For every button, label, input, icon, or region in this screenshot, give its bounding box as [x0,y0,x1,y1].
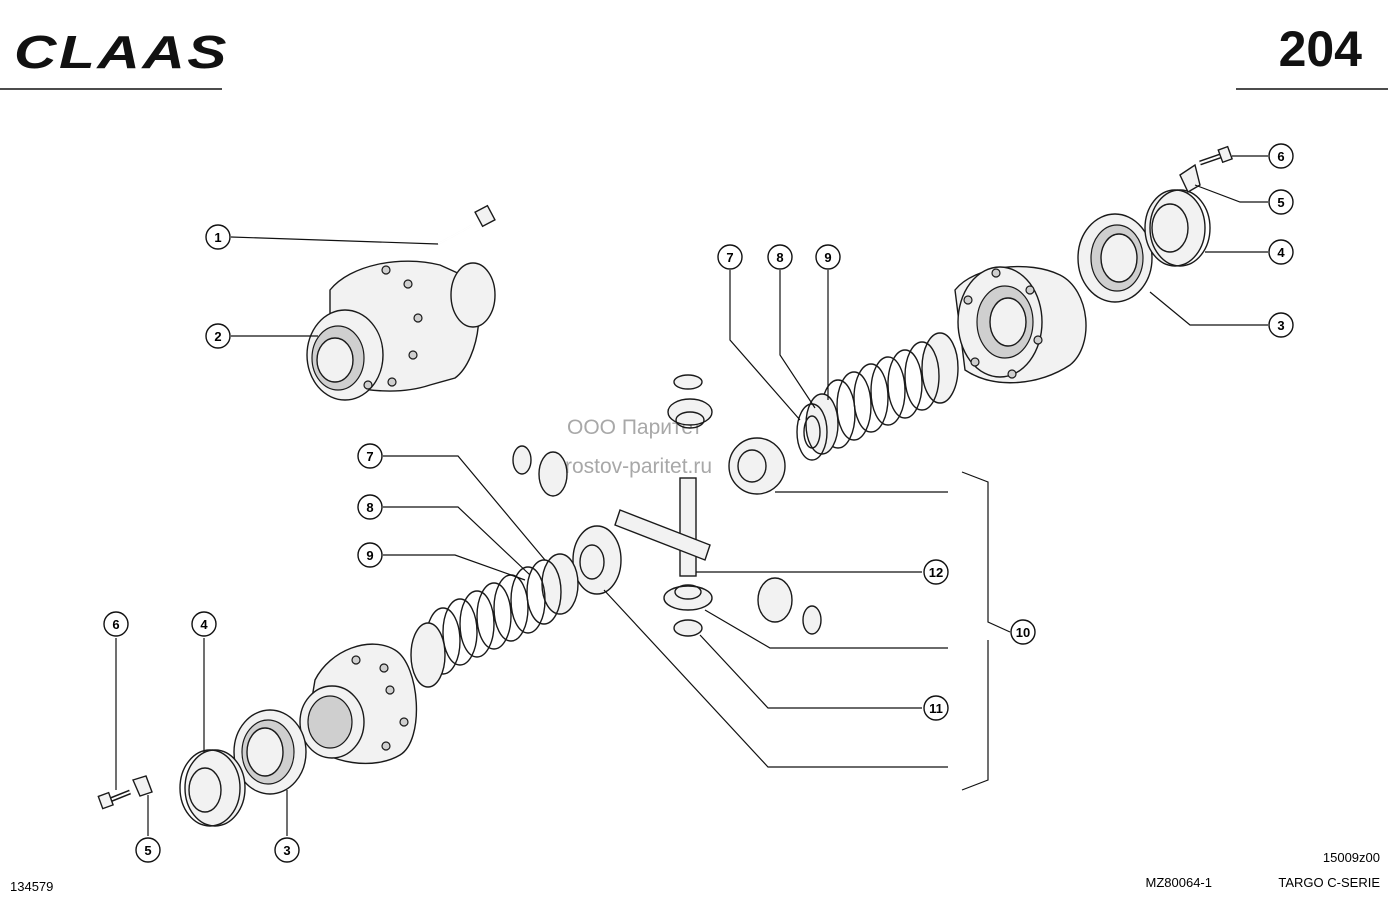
callout-5-lower: 5 [135,837,161,863]
part-housing-lower [299,643,418,765]
svg-text:8: 8 [366,500,373,515]
watermark-line-1: ООО Паритет [567,416,702,439]
watermark-line-2: rostov-paritet.ru [565,455,712,478]
callout-6-lower: 6 [103,611,129,637]
callout-4-lower: 4 [191,611,217,637]
svg-text:1: 1 [214,230,221,245]
part-pinion-top [667,398,713,429]
part-pinion-lower [663,584,713,611]
watermark: ООО Паритет rostov-paritet.ru [565,416,712,478]
svg-text:3: 3 [283,843,290,858]
part-bolt-1 [437,204,496,245]
part-adjusting-nut-4-upper [1144,189,1211,267]
svg-text:10: 10 [1016,625,1030,640]
svg-text:8: 8 [776,250,783,265]
svg-text:2: 2 [214,329,221,344]
part-bolt-6-lower [97,789,131,810]
part-washer-top [673,374,703,390]
footer-left-code: 134579 [10,879,53,894]
callout-11: 11 [923,695,949,721]
callout-5-upper: 5 [1268,189,1294,215]
part-cross-shaft-12 [614,477,711,577]
leader-lines [115,155,1268,836]
center-assembly [512,374,822,637]
page-number: 204 [1279,21,1363,77]
callouts: 1 2 6 5 4 3 7 8 [103,143,1294,863]
callout-7-lower: 7 [357,443,383,469]
svg-text:5: 5 [1277,195,1284,210]
svg-text:3: 3 [1277,318,1284,333]
part-washer-right [802,605,822,635]
callout-9-lower: 9 [357,542,383,568]
svg-text:4: 4 [200,617,208,632]
part-bearing-3-upper [1077,213,1153,303]
svg-text:7: 7 [366,449,373,464]
svg-text:9: 9 [366,548,373,563]
part-disc-pack-upper [796,332,959,461]
part-adjusting-nut-4-lower [179,749,246,827]
brand-logo: CLAAS [14,26,229,78]
callout-6-upper: 6 [1268,143,1294,169]
part-disc-pack-lower [410,553,579,688]
part-side-gear-lower [572,525,622,595]
svg-text:4: 4 [1277,245,1285,260]
callout-7-upper: 7 [717,244,743,270]
svg-text:6: 6 [112,617,119,632]
part-bearing-3-lower [233,709,307,795]
part-differential-housing-2 [306,260,496,401]
part-washer-left [512,445,532,475]
callout-3-lower: 3 [274,837,300,863]
upper-assembly [306,145,1233,461]
header: CLAAS 204 [0,21,1388,90]
callout-1: 1 [205,224,231,250]
footer: 134579 15009z00 MZ80064-1 TARGO C-SERIE [10,850,1380,894]
svg-text:6: 6 [1277,149,1284,164]
callout-9-upper: 9 [815,244,841,270]
part-lock-plate-5-upper [1179,163,1201,193]
footer-series: TARGO C-SERIE [1278,875,1380,890]
svg-text:11: 11 [929,701,943,716]
footer-drawing-code: 15009z00 [1323,850,1380,865]
part-washer-11 [673,619,703,637]
part-pinion-left [538,451,568,497]
callout-8-upper: 8 [767,244,793,270]
part-housing-upper [954,265,1087,384]
callout-12: 12 [923,559,949,585]
callout-3-upper: 3 [1268,312,1294,338]
footer-model-code: MZ80064-1 [1146,875,1212,890]
part-lock-plate-5-lower [132,775,153,797]
part-bolt-6-upper [1199,145,1233,166]
svg-text:12: 12 [929,565,943,580]
svg-text:5: 5 [144,843,151,858]
svg-text:9: 9 [824,250,831,265]
lower-assembly [97,553,579,827]
part-pinion-right [757,577,793,623]
svg-text:7: 7 [726,250,733,265]
part-side-gear-top [728,437,786,495]
callout-8-lower: 8 [357,494,383,520]
callout-4-upper: 4 [1268,239,1294,265]
callout-10: 10 [1010,619,1036,645]
callout-2: 2 [205,323,231,349]
